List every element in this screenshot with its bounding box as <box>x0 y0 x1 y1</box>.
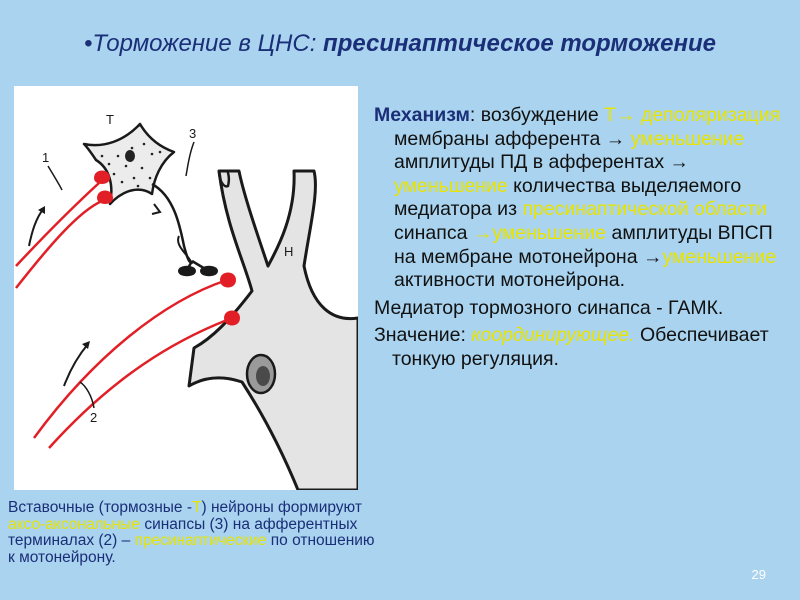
explanation-text: Механизм: возбуждение Т→ деполяризация м… <box>374 104 794 372</box>
mechanism-part: амплитуды ВПСП на мембране мотонейрона → <box>394 221 773 268</box>
mechanism-highlight: Т→ <box>604 104 636 126</box>
caption-highlight: аксо-аксональные <box>8 515 141 533</box>
title-plain: Торможение в ЦНС: <box>92 30 324 57</box>
meaning-paragraph: Значение: координирующее. Обеспечивает т… <box>374 324 794 371</box>
axo-axonal-terminal-right <box>200 265 218 277</box>
mechanism-highlight: уменьшение <box>394 174 508 197</box>
label-afferent-2: 2 <box>90 410 97 425</box>
mechanism-part: синапса <box>394 221 473 244</box>
label-synapse-3: 3 <box>189 126 196 141</box>
caption-part: Вставочные (тормозные - <box>8 499 193 516</box>
interneuron-axon <box>151 182 208 272</box>
mechanism-paragraph: Механизм: возбуждение Т→ деполяризация м… <box>374 104 794 293</box>
mechanism-highlight: деполяризация <box>641 104 781 126</box>
mechanism-highlight: →уменьшение <box>472 221 607 244</box>
figure-caption: Вставочные (тормозные -Т) нейроны формир… <box>8 499 380 566</box>
mechanism-part: мембраны афферента → <box>394 127 631 150</box>
afferent-fibres-1 <box>15 170 113 289</box>
interneuron-body <box>82 122 176 206</box>
mechanism-part: количества выделяемого медиатора из <box>394 174 742 221</box>
label-interneuron-t: Т <box>106 112 114 127</box>
meaning-value: координирующее. <box>471 324 635 347</box>
caption-highlight: пресинаптические <box>134 532 267 549</box>
motoneuron-body <box>187 169 358 490</box>
mechanism-highlight: пресинаптической области <box>522 198 767 221</box>
slide-title: •Торможение в ЦНС: пресинаптическое торм… <box>60 30 740 58</box>
label-motoneuron-h: Н <box>284 244 293 259</box>
mechanism-highlight: уменьшение <box>662 245 777 268</box>
mechanism-part: амплитуды ПД в афферентах → <box>394 151 690 174</box>
caption-part: ) нейроны формируют <box>201 499 362 516</box>
mechanism-part: : возбуждение <box>469 104 605 126</box>
interneuron-nucleus <box>125 150 135 162</box>
mediator-paragraph: Медиатор тормозного синапса - ГАМК. <box>374 296 724 319</box>
axo-axonal-terminal-left <box>178 265 196 277</box>
neuron-diagram: Т 3 1 2 Н <box>14 86 358 490</box>
title-bold: пресинаптическое торможение <box>323 30 716 57</box>
impulse-arrow-lower <box>63 341 90 387</box>
caption-part: синапсы (3) на афферентных терминалах (2… <box>8 515 358 549</box>
motoneuron-nucleus <box>245 353 277 395</box>
label-afferent-1: 1 <box>42 150 49 165</box>
title-bullet: • <box>84 30 93 57</box>
mechanism-heading: Механизм <box>374 104 470 126</box>
neuron-diagram-svg: Т 3 1 2 Н <box>15 112 358 490</box>
caption-highlight: Т <box>192 499 202 516</box>
meaning-rest: Обеспечивает тонкую регуляция. <box>392 324 769 370</box>
impulse-arrow-upper <box>28 206 45 247</box>
label-3-pointer <box>185 141 195 177</box>
page-number: 29 <box>751 567 766 582</box>
meaning-label: Значение: <box>374 324 472 347</box>
mechanism-highlight: уменьшение <box>630 127 745 150</box>
label-2-pointer <box>79 381 95 409</box>
mechanism-part: активности мотонейрона. <box>394 269 625 292</box>
label-1-pointer <box>47 165 63 191</box>
afferent-fibres-2 <box>32 272 240 449</box>
caption-part: по отношению к мотонейрону. <box>8 532 375 566</box>
